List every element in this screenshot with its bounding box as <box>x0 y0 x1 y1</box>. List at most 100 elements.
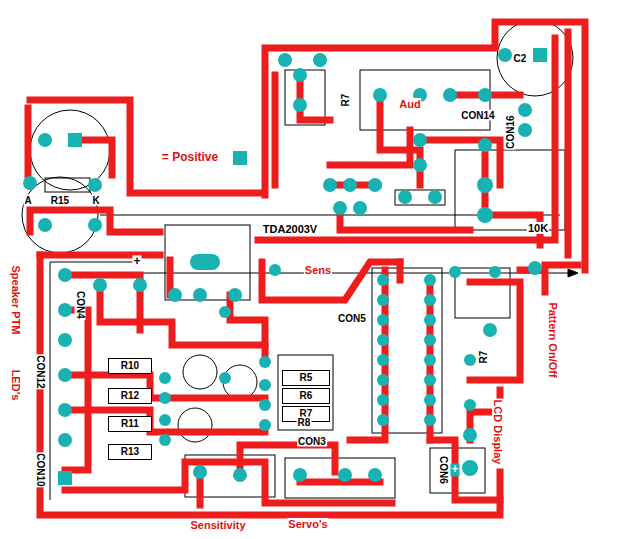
copper-trace <box>100 285 265 345</box>
solder-pad <box>58 433 72 447</box>
polarity-mark: + <box>132 255 141 268</box>
resistor-outline: R5 <box>282 370 330 386</box>
solder-pad <box>228 288 242 302</box>
solder-pad <box>58 368 72 382</box>
copper-trace <box>40 255 500 515</box>
solder-pad <box>377 314 389 326</box>
solder-pad <box>269 264 281 276</box>
solder-pad <box>353 201 367 215</box>
pin-name: K <box>91 195 100 206</box>
solder-pad <box>478 138 492 152</box>
connector-name: CON4 <box>75 290 86 320</box>
solder-pad <box>424 394 436 406</box>
solder-pad <box>68 133 82 147</box>
solder-pad <box>413 133 427 147</box>
solder-pad <box>489 266 501 278</box>
component-outline <box>50 262 51 500</box>
solder-pad <box>313 53 327 67</box>
connector-name: CON14 <box>460 110 495 121</box>
solder-pad <box>193 465 207 479</box>
component-outline <box>178 408 212 442</box>
solder-pad <box>58 268 72 282</box>
solder-pad <box>518 123 532 137</box>
solder-pad <box>478 88 492 102</box>
resistor-outline: R11 <box>108 416 152 432</box>
solder-pad <box>58 333 72 347</box>
solder-pad <box>338 468 352 482</box>
connector-name: CON5 <box>337 313 367 324</box>
copper-trace <box>25 108 32 175</box>
solder-pad <box>58 403 72 417</box>
note-text: Sensitivity <box>189 519 246 531</box>
note-text: LCD Display <box>492 399 504 466</box>
copper-trace <box>65 275 140 330</box>
part-name: R11 <box>121 418 139 430</box>
signal-name: Aud <box>398 98 421 110</box>
connector-name: CON16 <box>505 114 516 149</box>
solder-pad <box>483 323 497 337</box>
pin-name: A <box>23 195 32 206</box>
copper-trace <box>28 22 585 515</box>
solder-pad <box>377 294 389 306</box>
note-text: LED's <box>10 369 22 402</box>
part-name: R12 <box>121 390 139 402</box>
polarity-mark: + <box>450 463 459 476</box>
copper-trace <box>40 252 160 259</box>
solder-pad <box>278 53 292 67</box>
solder-pad <box>498 48 512 62</box>
copper-trace <box>397 262 404 280</box>
solder-pad <box>398 190 412 204</box>
part-value: 10K <box>527 222 549 234</box>
solder-pad <box>463 428 477 442</box>
solder-pad <box>424 334 436 346</box>
part-name: R7 <box>478 350 489 365</box>
solder-pad <box>88 178 102 192</box>
solder-pad <box>424 414 436 426</box>
part-name: C2 <box>513 53 528 64</box>
solder-pad <box>333 201 347 215</box>
note-text: Servo's <box>287 518 328 530</box>
copper-trace <box>262 262 400 300</box>
connector-name: CON3 <box>297 436 327 447</box>
part-name: R13 <box>121 446 139 458</box>
solder-pad <box>193 288 207 302</box>
component-outline <box>45 178 90 192</box>
solder-pad <box>233 151 247 165</box>
solder-pad <box>159 392 171 404</box>
connector-name: CON6 <box>438 455 449 485</box>
solder-pad <box>377 414 389 426</box>
solder-pad <box>23 176 37 190</box>
connector-name: CON12 <box>35 354 46 389</box>
solder-pad <box>424 294 436 306</box>
solder-pad <box>377 394 389 406</box>
solder-pad <box>93 278 107 292</box>
solder-pad <box>159 372 171 384</box>
solder-pad <box>373 88 387 102</box>
copper-trace <box>470 282 520 380</box>
component-outline <box>497 20 573 96</box>
part-name: R7 <box>340 93 351 108</box>
solder-pad <box>190 254 220 270</box>
part-name: R6 <box>300 390 313 402</box>
copper-trace <box>545 265 578 292</box>
copper-trace <box>240 445 335 472</box>
copper-trace <box>65 410 265 432</box>
solder-pad <box>58 471 72 485</box>
resistor-outline: R6 <box>282 388 330 404</box>
solder-pad <box>343 178 357 192</box>
resistor-outline: R10 <box>108 358 152 374</box>
component-outline <box>395 190 445 205</box>
solder-pad <box>293 98 307 112</box>
part-name: R8 <box>297 417 312 428</box>
solder-pad <box>518 103 532 117</box>
component-outline <box>455 268 510 318</box>
solder-pad <box>424 274 436 286</box>
component-outline <box>278 355 333 430</box>
solder-pad <box>368 178 382 192</box>
copper-trace <box>565 32 572 255</box>
solder-pad <box>58 303 72 317</box>
copper-trace <box>30 210 160 232</box>
copper-trace <box>65 462 392 503</box>
part-name: TDA2003V <box>262 223 318 235</box>
connector-name: CON10 <box>35 452 46 487</box>
